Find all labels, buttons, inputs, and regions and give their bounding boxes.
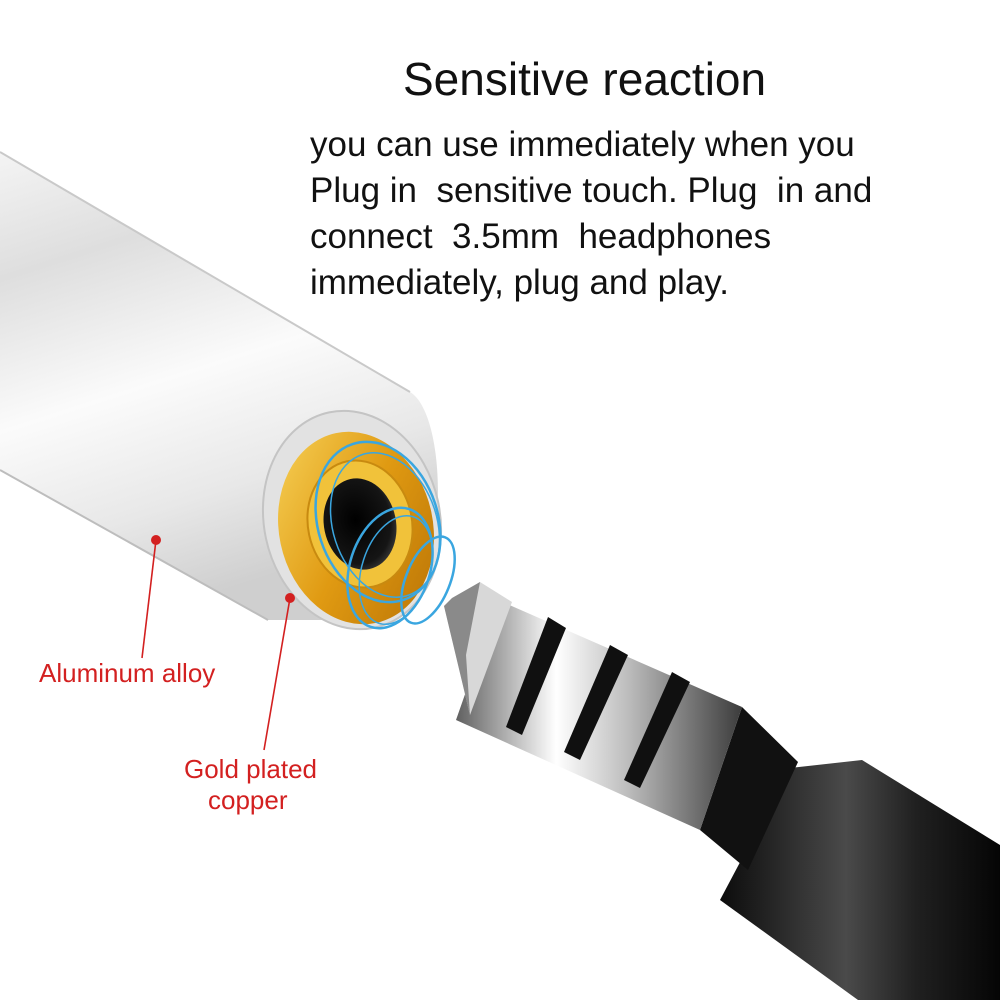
callout-pointers — [141, 535, 295, 751]
page-title: Sensitive reaction — [403, 53, 767, 105]
gold-label-line: copper — [208, 785, 288, 815]
description-line: connect 3.5mm headphones — [310, 217, 772, 256]
description-line: immediately, plug and play. — [310, 263, 729, 302]
gold-plated-copper-label: Gold plated copper — [184, 754, 317, 816]
gold-label-line: Gold plated — [184, 754, 317, 784]
signal-wave-icon — [314, 440, 456, 630]
aluminum-alloy-label: Aluminum alloy — [39, 658, 216, 688]
headphone-plug — [444, 582, 1000, 1000]
description-line: you can use immediately when you — [310, 125, 855, 164]
description-line: Plug in sensitive touch. Plug in and — [310, 171, 873, 210]
gold-ring — [278, 431, 434, 625]
description-text: you can use immediately when you Plug in… — [310, 122, 970, 306]
